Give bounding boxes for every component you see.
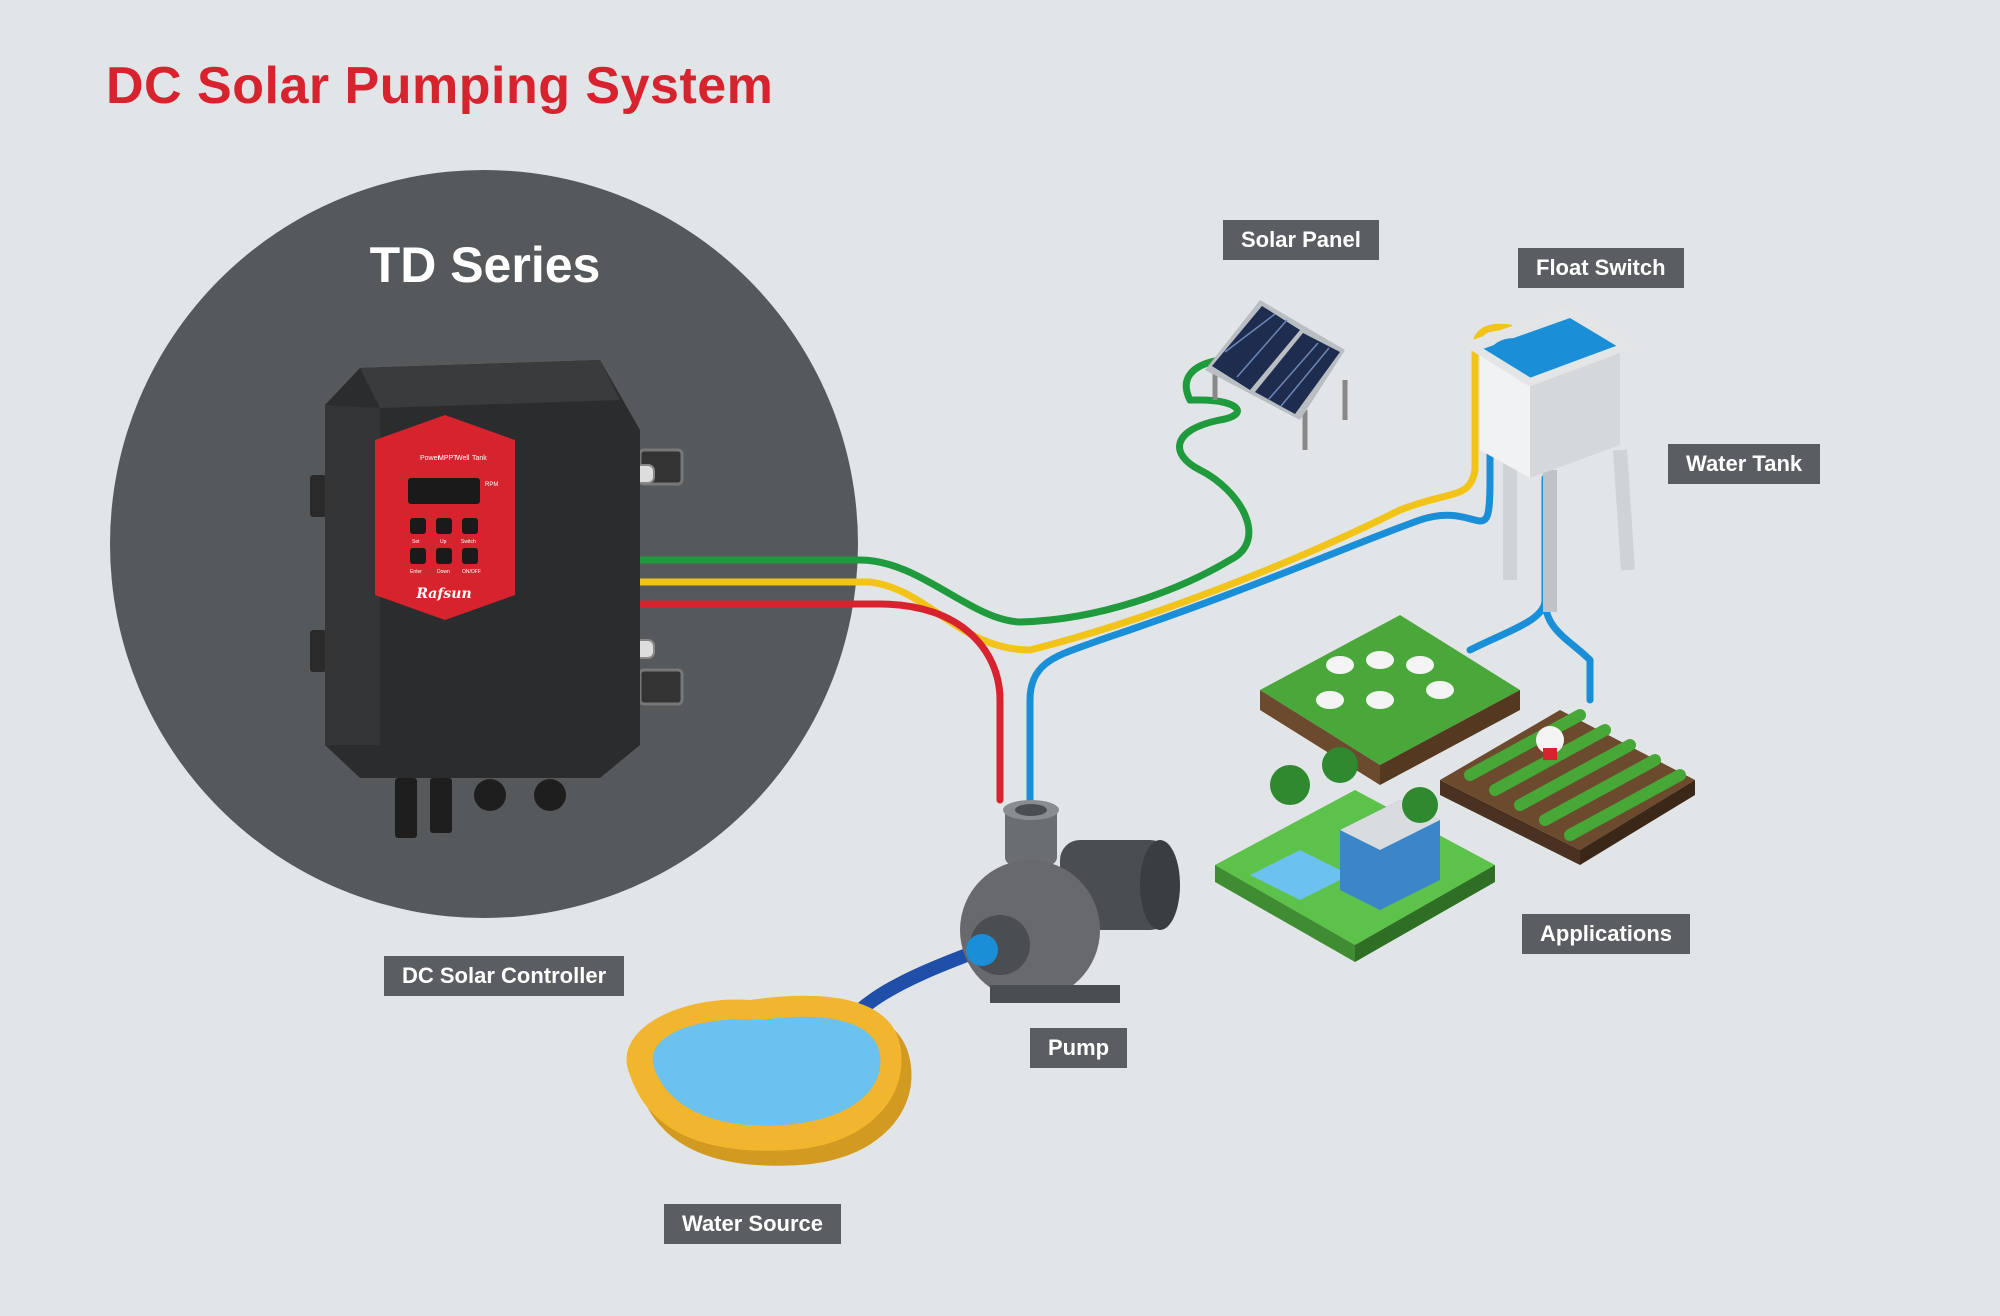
down-key (436, 548, 452, 564)
solar-panel-label: Solar Panel (1223, 220, 1379, 260)
house-illustration (1215, 747, 1495, 962)
solar-panel-illustration (1205, 300, 1348, 450)
crop-field-illustration (1440, 709, 1695, 865)
lcd-display (408, 478, 480, 504)
wire-blue-tank-field (1541, 596, 1594, 704)
brand-logo: Rafsun (415, 586, 471, 602)
controller-label: DC Solar Controller (384, 956, 625, 996)
water-source-pond (626, 995, 912, 1166)
display-unit: RPM (485, 482, 498, 488)
pump-illustration (960, 800, 1180, 1003)
wire-green (636, 356, 1253, 626)
key-label: ON/OFF (462, 569, 481, 575)
key-label: Enter (410, 569, 422, 575)
indicator-label: Well (456, 455, 470, 462)
water-tank-label: Water Tank (1668, 444, 1821, 484)
red-panel (375, 415, 515, 620)
water-tank-illustration (1460, 305, 1640, 612)
applications-label: Applications (1522, 914, 1691, 954)
pump-label: Pump (1030, 1028, 1128, 1068)
float-switch-label: Float Switch (1518, 248, 1684, 288)
up-key (436, 518, 452, 534)
series-title: TD Series (369, 237, 601, 293)
switch-key (462, 518, 478, 534)
onoff-key (462, 548, 478, 564)
dc-solar-controller: Power MPPT Well Tank RPM Set Up Switch E… (310, 360, 684, 838)
key-label: Down (437, 569, 450, 575)
indicator-label: Tank (472, 455, 487, 462)
indicator-label: Power (420, 455, 441, 462)
indicator-label: MPPT (438, 455, 458, 462)
key-label: Up (440, 539, 447, 545)
key-label: Switch (461, 539, 476, 545)
page-title: DC Solar Pumping System (106, 57, 774, 115)
enter-key (410, 548, 426, 564)
set-key (410, 518, 426, 534)
wire-red (636, 600, 1004, 804)
water-source-label: Water Source (664, 1204, 842, 1244)
key-label: Set (412, 539, 420, 545)
